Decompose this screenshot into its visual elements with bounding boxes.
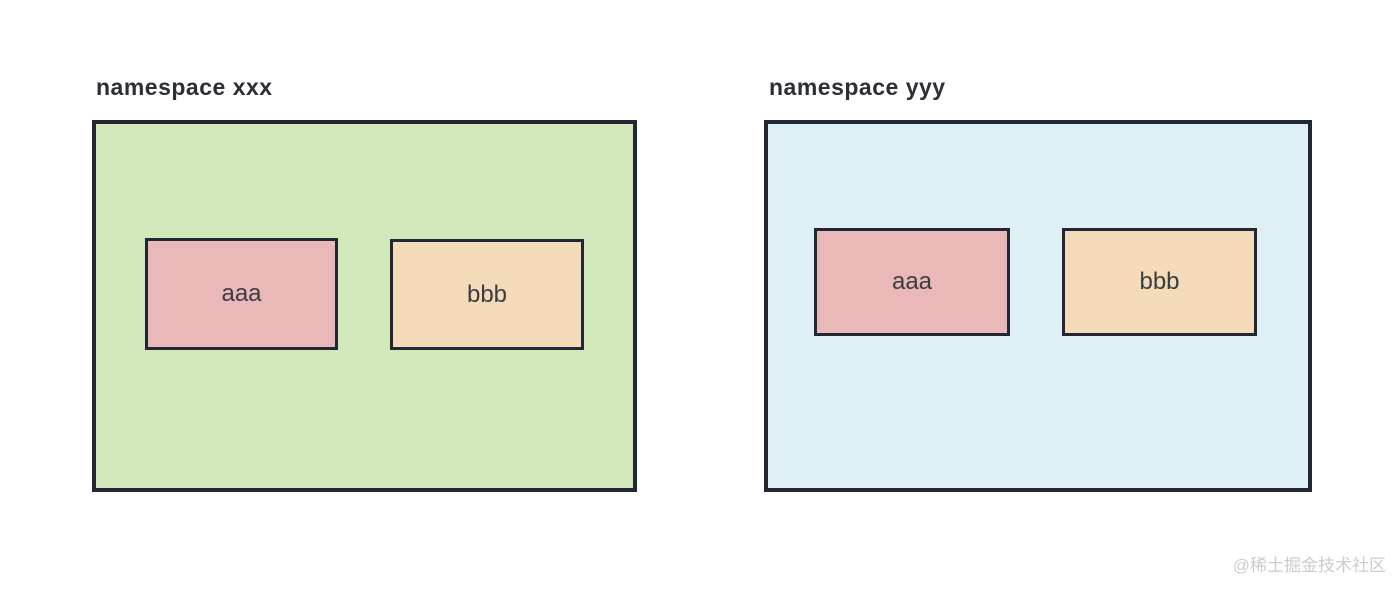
watermark-text: @稀土掘金技术社区 [1232, 556, 1386, 575]
item-label: bbb [1139, 268, 1180, 295]
namespace-yyy-item-bbb: bbb [1062, 228, 1257, 336]
namespace-xxx-item-aaa: aaa [145, 238, 338, 350]
namespace-yyy-label: namespace yyy [769, 74, 946, 100]
namespace-xxx-label: namespace xxx [96, 74, 273, 100]
namespace-yyy-item-aaa: aaa [814, 228, 1010, 336]
namespace-xxx-item-bbb: bbb [390, 239, 584, 350]
item-label: bbb [466, 280, 508, 308]
item-label: aaa [891, 268, 933, 295]
item-label: aaa [221, 280, 262, 307]
